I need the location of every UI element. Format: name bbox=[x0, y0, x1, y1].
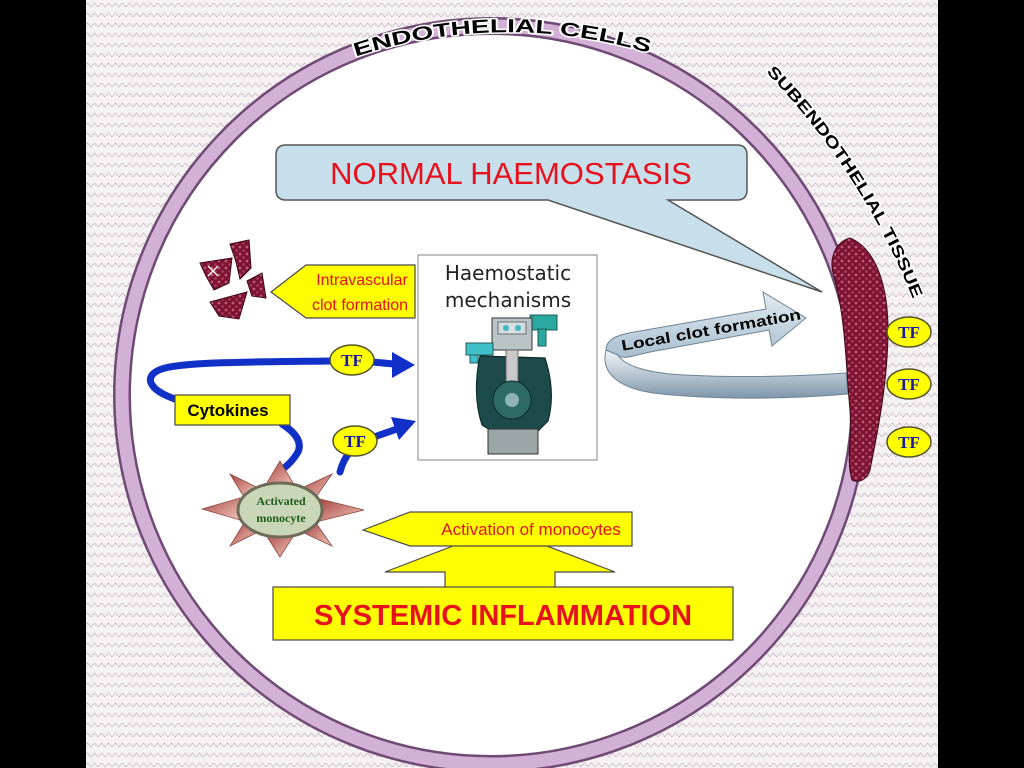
tf-marker: TF bbox=[329, 344, 375, 376]
cytokine-to-tf-pathway bbox=[146, 357, 334, 404]
engine-valve-cover bbox=[497, 321, 527, 335]
pathway-arrowhead bbox=[391, 417, 416, 440]
engine-exhaust-tab bbox=[469, 354, 479, 364]
tf-ellipse bbox=[886, 368, 932, 400]
tf-ellipse bbox=[329, 344, 375, 376]
clot-fragment bbox=[246, 272, 267, 299]
tf-label: TF bbox=[344, 432, 366, 451]
monocyte-activation-arrow bbox=[361, 511, 633, 547]
engine-crank-hub bbox=[505, 393, 519, 407]
callout-title: NORMAL HAEMOSTASIS bbox=[330, 156, 692, 191]
haemostatic-label-line1: Haemostatic bbox=[445, 261, 571, 285]
intravascular-clot-arrow bbox=[270, 264, 416, 319]
engine-valve bbox=[503, 325, 509, 331]
tf-marker: TF bbox=[886, 426, 932, 458]
tf-to-mechanism-pathway bbox=[370, 425, 401, 441]
tf-label: TF bbox=[898, 375, 920, 394]
local-clot-band-arrow bbox=[605, 291, 807, 358]
engine-exhaust bbox=[465, 342, 494, 356]
systemic-inflammation-label: SYSTEMIC INFLAMMATION bbox=[314, 600, 692, 632]
monocyte-label-line1: Activated bbox=[256, 494, 306, 508]
tf-marker: TF bbox=[886, 368, 932, 400]
left-letterbox bbox=[0, 0, 86, 768]
monocyte-activation-label: Activation of monocytes bbox=[441, 520, 621, 539]
engine-intake bbox=[529, 314, 558, 331]
monocyte-cell bbox=[236, 481, 324, 539]
cytokines-box bbox=[174, 394, 291, 426]
systemic-inflammation-box bbox=[272, 586, 734, 641]
cytokines-label: Cytokines bbox=[187, 401, 268, 420]
clot-fragment bbox=[229, 239, 252, 280]
cytokine-to-monocyte-pathway bbox=[278, 420, 303, 472]
tf-ellipse bbox=[886, 426, 932, 458]
local-clot-band-curl bbox=[604, 349, 849, 399]
tf-label: TF bbox=[898, 433, 920, 452]
tf-marker: TF bbox=[332, 425, 378, 457]
right-letterbox bbox=[938, 0, 1024, 768]
haemostatic-label-line2: mechanisms bbox=[445, 288, 571, 312]
monocyte-label-line2: monocyte bbox=[256, 511, 306, 525]
engine-icon bbox=[465, 314, 558, 455]
tf-label: TF bbox=[341, 351, 363, 370]
tf-to-mechanism-pathway bbox=[368, 358, 398, 368]
pathway-arrowhead bbox=[392, 352, 415, 378]
tf-ellipse bbox=[332, 425, 378, 457]
intravascular-label-line1: Intravascular bbox=[316, 272, 408, 289]
normal-haemostasis-callout bbox=[275, 144, 823, 293]
engine-oil-pan bbox=[487, 428, 539, 455]
clot-fragment bbox=[209, 291, 248, 320]
clot-fragments-icon bbox=[199, 239, 267, 320]
engine-intake-pipe bbox=[537, 328, 547, 347]
tf-marker: TF bbox=[886, 316, 932, 348]
tf-ellipse bbox=[886, 316, 932, 348]
clot-highlight-mark bbox=[207, 265, 219, 277]
activated-monocyte: Activated monocyte bbox=[200, 460, 365, 558]
tf-label: TF bbox=[898, 323, 920, 342]
engine-valve bbox=[515, 325, 521, 331]
intravascular-label-line2: clot formation bbox=[312, 297, 408, 314]
